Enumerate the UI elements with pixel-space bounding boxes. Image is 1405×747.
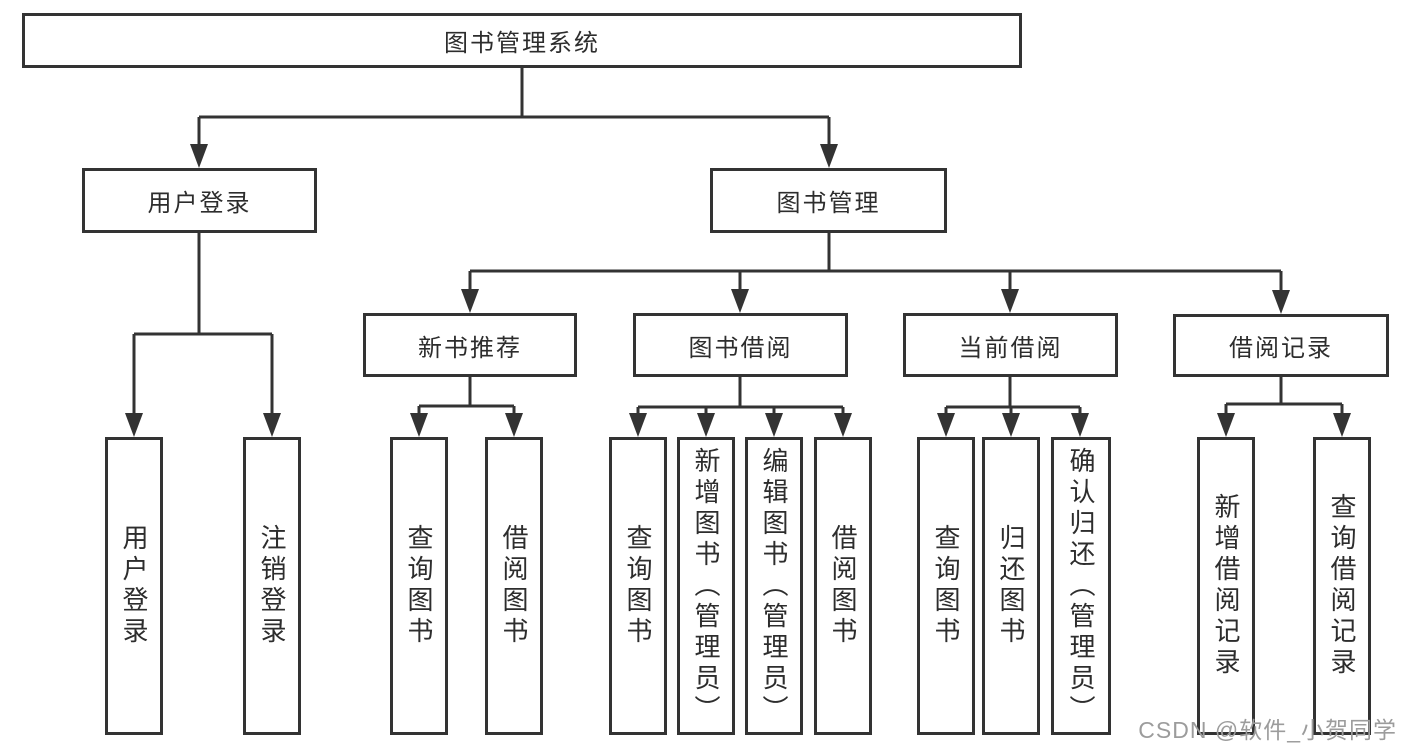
node-label: 图书管理 [776, 190, 881, 217]
leaf-query-books: 查询图书 [390, 437, 448, 735]
leaf-query-borrow-record: 查询借阅记录 [1313, 437, 1371, 735]
leaf-label: 借阅图书 [828, 524, 858, 648]
leaf-add-borrow-record: 新增借阅记录 [1197, 437, 1255, 735]
node-library-management-system: 图书管理系统 [22, 13, 1022, 68]
leaf-borrow-books: 借阅图书 [814, 437, 872, 735]
node-book-borrowing: 图书借阅 [633, 313, 848, 377]
leaf-add-book-admin: 新增图书（管理员） [677, 437, 735, 735]
node-label: 图书借阅 [688, 334, 793, 362]
node-label: 用户登录 [147, 190, 252, 217]
node-label: 借阅记录 [1229, 335, 1333, 362]
leaf-label: 查询图书 [623, 524, 653, 648]
leaf-user-login: 用户登录 [105, 437, 163, 735]
node-new-book-recommendation: 新书推荐 [363, 313, 577, 377]
node-user-login: 用户登录 [82, 168, 317, 233]
leaf-label: 注销登录 [257, 524, 287, 648]
leaf-query-books: 查询图书 [609, 437, 667, 735]
node-book-management: 图书管理 [710, 168, 947, 233]
leaf-query-books: 查询图书 [917, 437, 975, 735]
leaf-return-book: 归还图书 [982, 437, 1040, 735]
leaf-label: 查询图书 [931, 524, 961, 648]
leaf-confirm-return-admin: 确认归还（管理员） [1051, 437, 1111, 735]
node-borrowing-records: 借阅记录 [1173, 314, 1389, 377]
leaf-label: 新增借阅记录 [1211, 493, 1241, 679]
leaf-label: 编辑图书（管理员） [759, 446, 789, 726]
leaf-borrow-books: 借阅图书 [485, 437, 543, 735]
leaf-label: 用户登录 [119, 524, 149, 648]
node-label: 新书推荐 [418, 334, 522, 362]
leaf-label: 查询借阅记录 [1327, 493, 1357, 679]
leaf-logout: 注销登录 [243, 437, 301, 735]
leaf-label: 归还图书 [996, 524, 1026, 648]
leaf-label: 新增图书（管理员） [691, 446, 721, 726]
csdn-watermark: CSDN @软件_小贺同学 [1138, 717, 1397, 743]
leaf-label: 借阅图书 [499, 524, 529, 648]
leaf-edit-book-admin: 编辑图书（管理员） [745, 437, 803, 735]
leaf-label: 确认归还（管理员） [1066, 446, 1096, 726]
node-current-borrowing: 当前借阅 [903, 313, 1118, 377]
leaf-label: 查询图书 [404, 524, 434, 648]
node-label: 当前借阅 [958, 334, 1063, 362]
node-label: 图书管理系统 [444, 30, 600, 57]
